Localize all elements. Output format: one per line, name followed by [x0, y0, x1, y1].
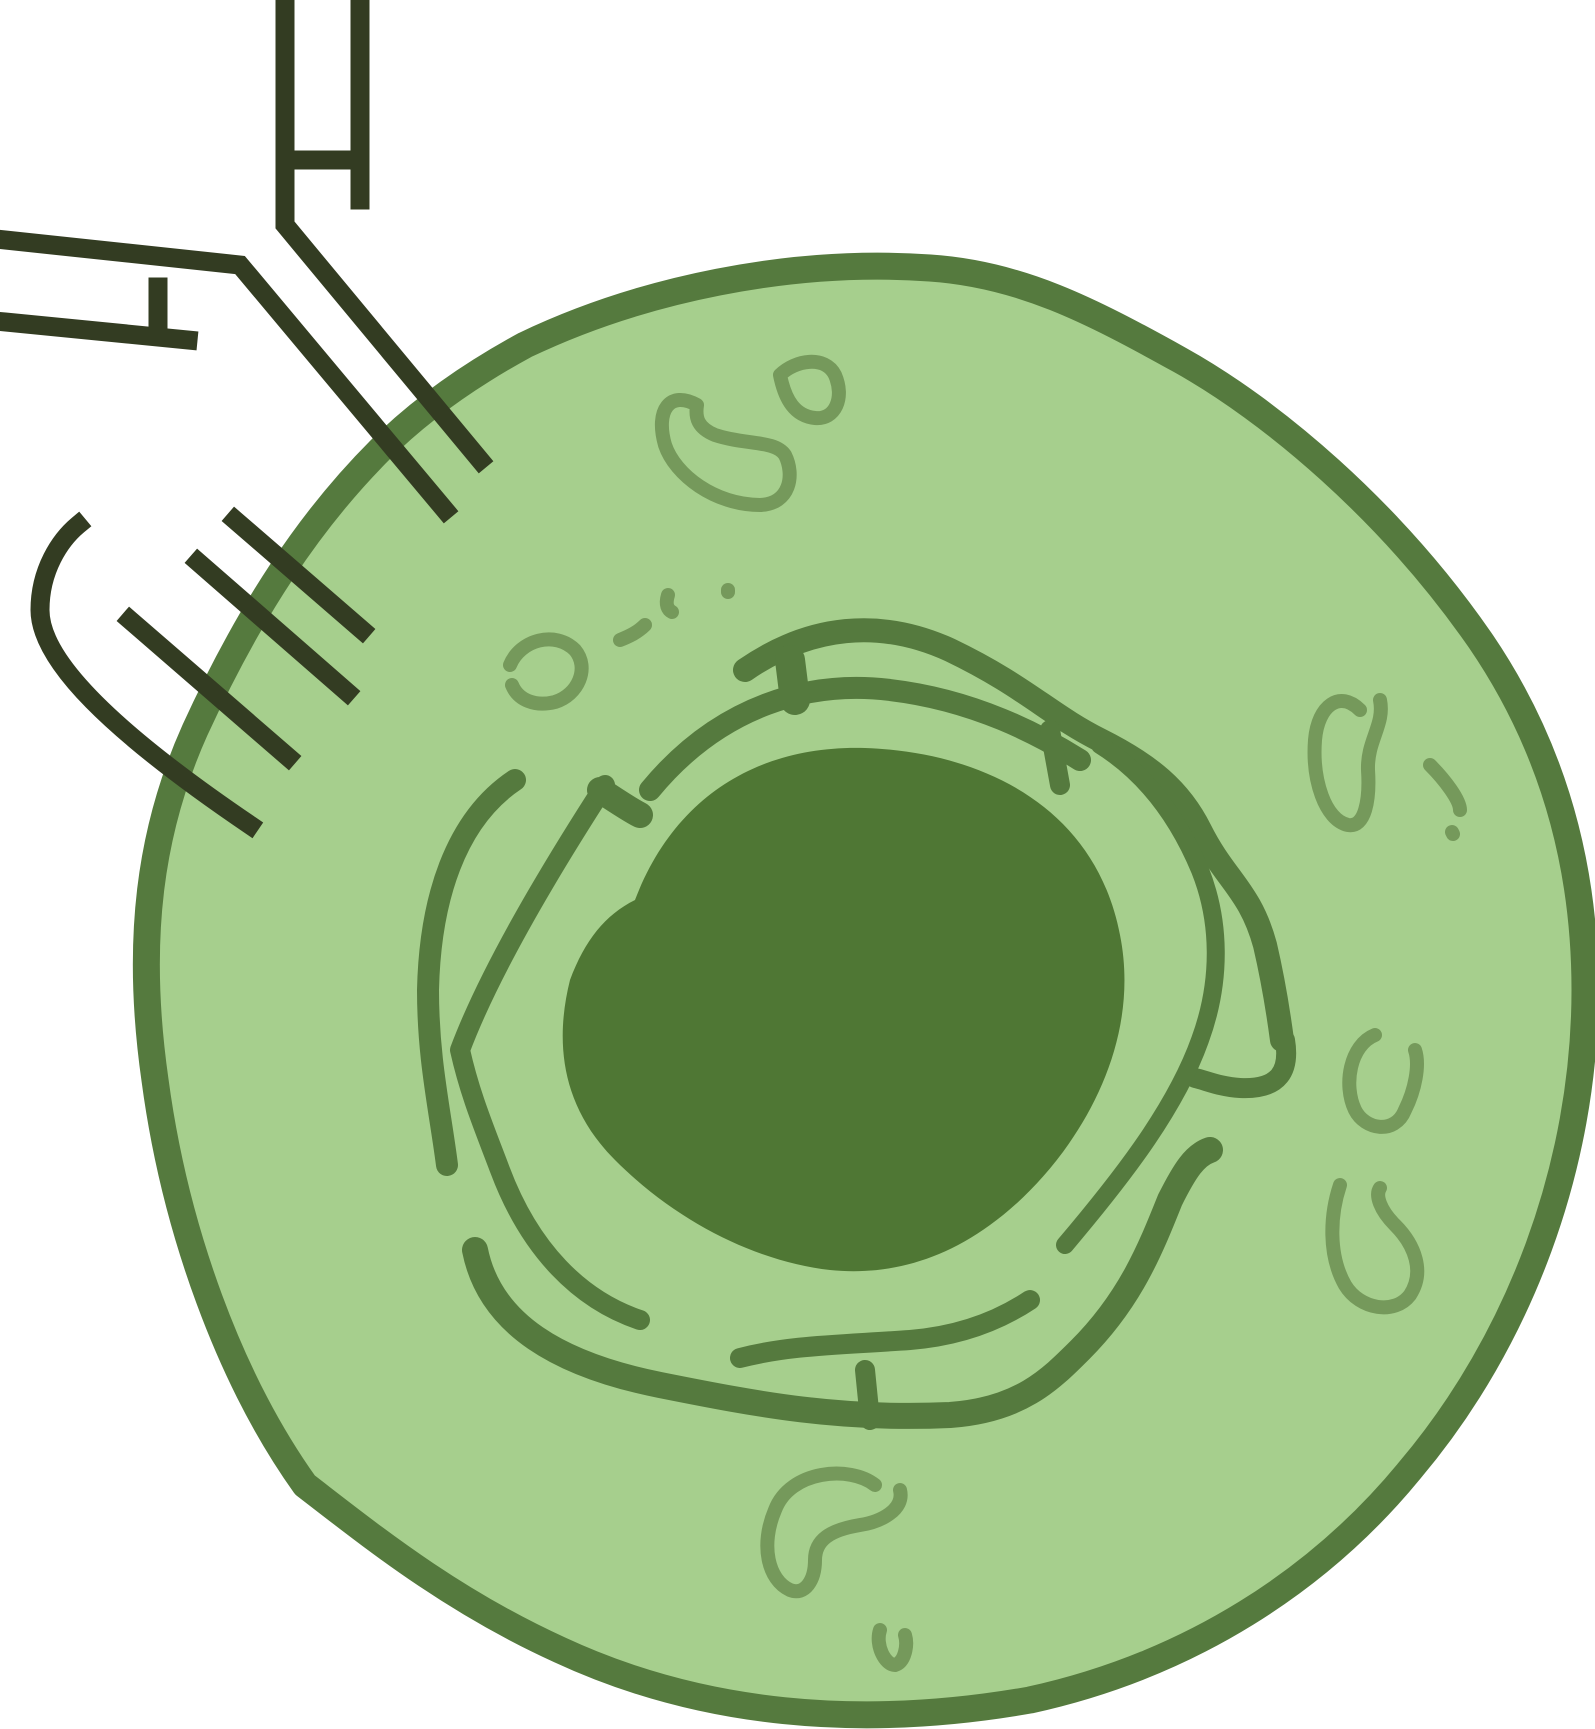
antibody-lower-arc: [30, 511, 264, 839]
antibody-lower-bar2: [184, 548, 361, 706]
nuclear-envelope: [417, 618, 1297, 1430]
envelope-stroke-bottom-inner: [730, 1290, 1040, 1368]
vesicle-left-dash: [613, 618, 652, 647]
organelles: [503, 354, 1467, 1672]
envelope-pore-left: [587, 777, 653, 828]
organelle-right-lower: [1325, 1178, 1425, 1315]
organelle-bottom: [760, 1466, 908, 1599]
antibody-upper-heavy-left: [0, 229, 459, 524]
envelope-stroke-top: [639, 676, 1091, 801]
organelle-right-upper: [1307, 693, 1388, 833]
organelle-right-mid-c: [1342, 1028, 1424, 1134]
antibody-upper-heavy-right: [275, 0, 494, 474]
envelope-pore-top-right: [1040, 720, 1070, 795]
organelle-bottom-small: [871, 1623, 914, 1672]
organelle-right-upper-dash: [1423, 758, 1467, 817]
organelle-top-right: [773, 354, 846, 426]
envelope-pore-bottom: [855, 1360, 880, 1430]
nucleus: [562, 747, 1125, 1272]
vesicle-left-dot1: [659, 588, 679, 619]
organelle-top-center: [654, 393, 797, 512]
antibody-lower-bar3: [221, 506, 376, 644]
envelope-stroke-right: [1185, 1030, 1297, 1099]
envelope-stroke-left-inner: [450, 775, 650, 1330]
antibody-lower-bar1: [116, 606, 302, 771]
antibodies: [0, 0, 494, 839]
envelope-stroke-bottom: [462, 1137, 1223, 1429]
envelope-pore-top: [775, 645, 810, 715]
organelle-right-upper-dot: [1445, 825, 1460, 841]
envelope-stroke-left-outer: [417, 769, 526, 1176]
vesicle-left-ring: [503, 632, 589, 711]
envelope-stroke-inner-right: [1056, 736, 1225, 1254]
